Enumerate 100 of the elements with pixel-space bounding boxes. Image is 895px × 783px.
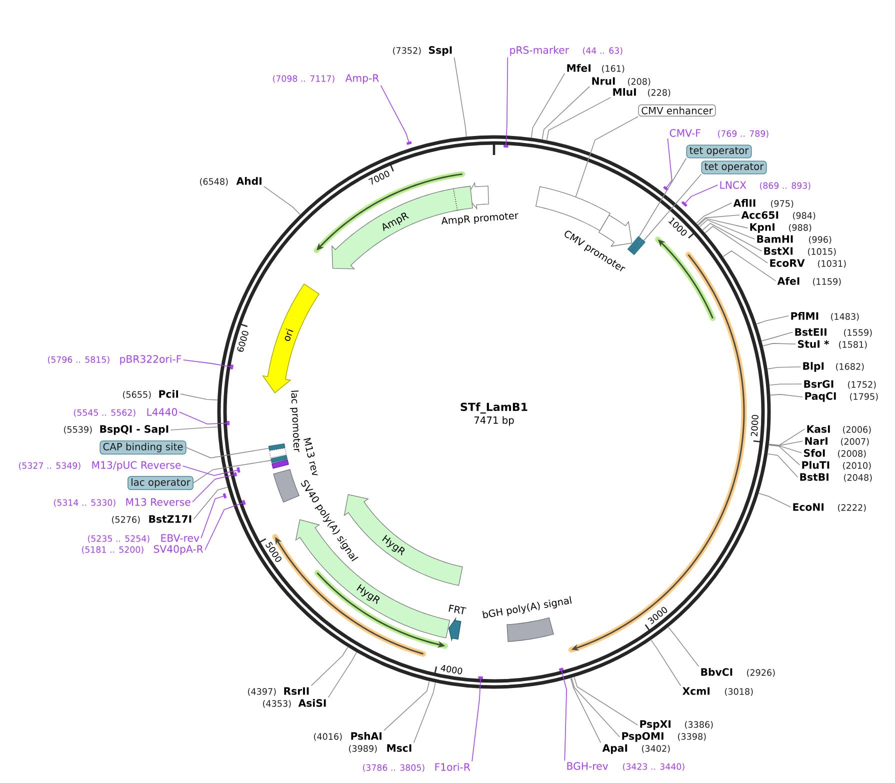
primer-range: (3786 .. 3805) <box>363 764 424 772</box>
leader-line <box>756 315 790 324</box>
primer-range: (5314 .. 5330) <box>54 499 116 507</box>
site-position: (1752) <box>848 381 876 389</box>
leader-line <box>768 444 800 466</box>
site-position: (1581) <box>839 341 867 349</box>
enzyme-name: EcoNI <box>793 503 824 511</box>
enzyme-name: BspQI - SapI <box>100 425 168 435</box>
enzyme-name: MscI <box>387 744 412 752</box>
operator-mark <box>270 455 288 464</box>
leader-line <box>575 116 638 198</box>
site-position: (1159) <box>813 278 841 286</box>
primer-range: (5235 .. 5254) <box>88 535 150 543</box>
site-position: (1031) <box>818 260 846 268</box>
site-position: (2048) <box>844 474 872 482</box>
leader-line <box>454 57 467 137</box>
primer-name: LNCX <box>720 181 746 189</box>
leader-line <box>761 332 794 342</box>
primer-name: L4440 <box>147 408 178 416</box>
leader-line <box>650 640 682 686</box>
leader-line <box>722 250 776 282</box>
leader-line <box>380 85 410 142</box>
site-position: (1795) <box>850 393 878 401</box>
leader-line <box>758 492 792 508</box>
leader-line <box>571 678 620 738</box>
feature-label: M13 rev <box>304 438 318 476</box>
enzyme-name: BstXI <box>764 247 793 255</box>
primer-name: pRS-marker <box>510 46 569 56</box>
enzyme-name: MfeI <box>567 64 590 72</box>
leader-line <box>186 447 270 458</box>
leader-line <box>204 502 244 550</box>
primer-range: (7098 .. 7117) <box>273 75 334 83</box>
site-position: (3398) <box>678 733 706 741</box>
leader-line <box>182 466 238 476</box>
scale-label: 6000 <box>237 330 248 352</box>
leader-line <box>264 186 300 215</box>
enzyme-name: SfoI <box>804 449 825 457</box>
leader-line <box>704 226 768 264</box>
operator-mark <box>630 239 646 256</box>
site-position: (4016) <box>314 733 342 741</box>
site-position: (6548) <box>200 178 228 186</box>
site-position: (984) <box>793 212 816 220</box>
site-position: (5655) <box>123 391 151 399</box>
leader-line <box>684 184 718 204</box>
callout-box: tet operator <box>701 160 767 174</box>
enzyme-name: NruI <box>592 77 615 85</box>
primer-name: pBR322ori-F <box>120 355 182 365</box>
leader-line <box>472 678 481 762</box>
primer-range: (869 .. 893) <box>760 182 810 190</box>
callout-box: CMV enhancer <box>638 104 716 117</box>
leader-line <box>180 394 218 400</box>
site-position: (1483) <box>831 313 859 321</box>
scale-label: 2000 <box>750 414 758 436</box>
site-position: (2010) <box>843 462 871 470</box>
enzyme-name: NarI <box>805 437 828 445</box>
site-position: (2006) <box>843 426 871 434</box>
site-position: (7352) <box>393 47 421 55</box>
leader-line <box>574 676 638 726</box>
leader-line <box>178 412 228 424</box>
enzyme-name: BlpI <box>803 362 824 372</box>
primer-name: M13 Reverse <box>126 498 190 506</box>
primer-mark <box>242 500 246 506</box>
leader-line <box>542 86 590 140</box>
primer-name: CMV-F <box>670 129 700 137</box>
primer-mark <box>236 467 240 473</box>
site-position: (996) <box>809 236 832 244</box>
primer-name: M13/pUC Reverse <box>92 461 181 471</box>
primer-range: (769 .. 789) <box>718 130 768 138</box>
leader-line <box>770 394 804 398</box>
site-position: (5276) <box>112 516 140 524</box>
leader-line <box>200 496 224 538</box>
primer-mark <box>478 676 483 680</box>
leader-line <box>182 360 232 368</box>
leader-line <box>561 670 567 761</box>
leader-line <box>699 219 756 240</box>
primer-name: Amp-R <box>345 74 379 84</box>
callout-box: lac operator <box>128 476 194 490</box>
callout-box: CAP binding site <box>100 440 186 455</box>
enzyme-name: PaqCI <box>805 392 836 402</box>
site-position: (2007) <box>841 438 869 446</box>
enzyme-name: PluTI <box>802 461 830 469</box>
site-position: (208) <box>628 78 650 86</box>
site-position: (161) <box>602 65 624 73</box>
primer-mark <box>230 364 234 370</box>
primer-mark <box>234 472 238 477</box>
primer-mark <box>504 144 508 148</box>
site-position: (4397) <box>248 688 276 696</box>
leader-line <box>570 678 602 744</box>
site-position: (1015) <box>808 248 836 256</box>
leader-line <box>531 73 566 138</box>
leader-line <box>698 214 740 225</box>
enzyme-name: Acc65I <box>741 211 778 219</box>
primer-range: (5327 .. 5349) <box>19 462 80 470</box>
leader-line <box>638 158 687 238</box>
primer-mark <box>663 186 669 191</box>
primer-range: (5181 .. 5200) <box>82 546 144 554</box>
primer-mark <box>222 493 227 498</box>
leader-line <box>768 440 804 446</box>
enzyme-name: PciI <box>159 390 178 398</box>
primer-range: (5545 .. 5562) <box>74 409 136 417</box>
